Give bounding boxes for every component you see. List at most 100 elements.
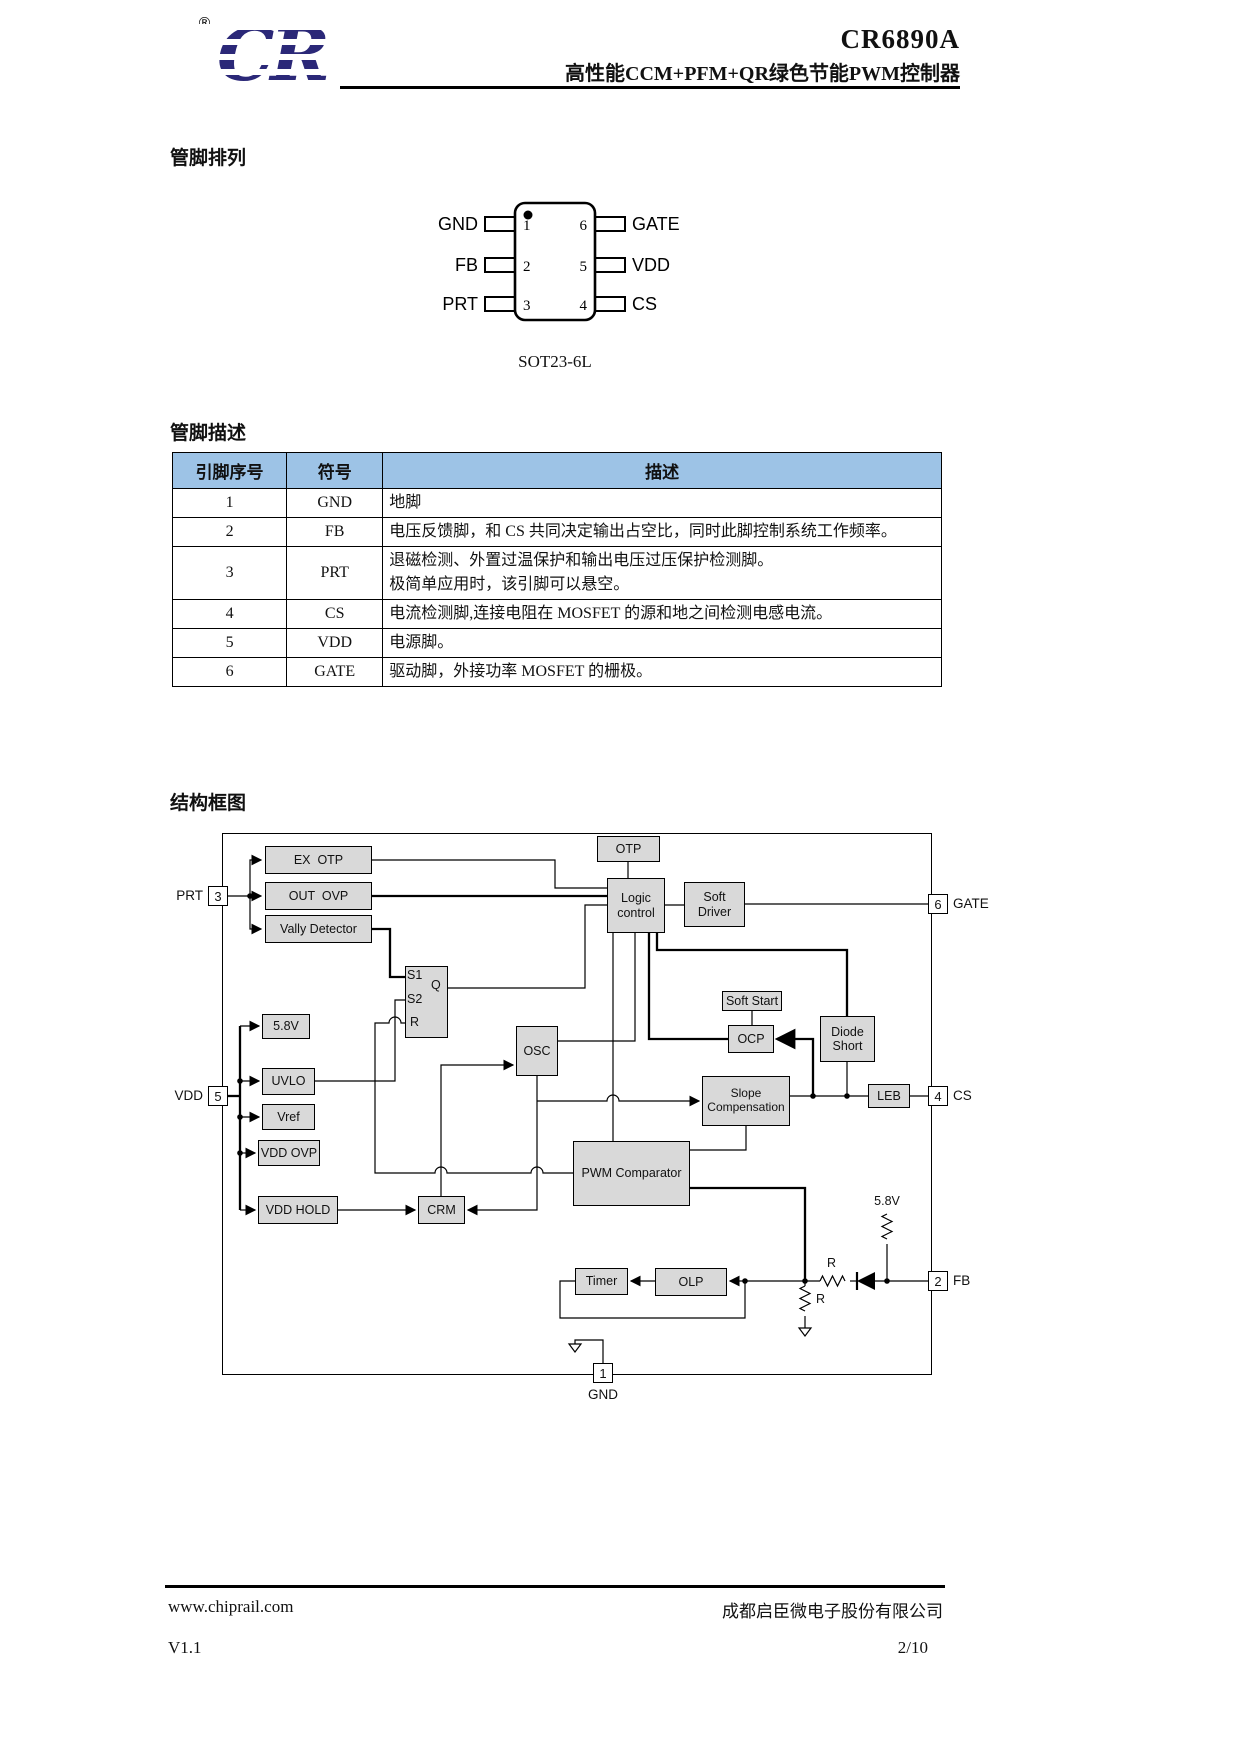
pin-desc-cell: 驱动脚，外接功率 MOSFET 的栅极。 [382,657,942,687]
pin-number: 5 [580,259,588,275]
block-soft-start: Soft Start [722,991,782,1011]
pin-desc-cell: 电源脚。 [382,628,942,658]
series-resistor-label: R [827,1256,837,1270]
pin-fb-label: FB [953,1273,971,1288]
pin-symbol-cell: GND [286,488,384,518]
block-vdd-ovp: VDD OVP [258,1140,320,1166]
pin-symbol-cell: FB [286,517,384,547]
pin-name-prt: PRT [442,294,478,314]
table-row: 6 GATE 驱动脚，外接功率 MOSFET 的栅极。 [171,657,942,687]
pin-symbol-cell: GATE [286,657,384,687]
pin-desc-cell: 电压反馈脚，和 CS 共同决定输出占空比，同时此脚控制系统工作频率。 [382,517,942,547]
block-flipflop [405,966,448,1038]
block-vally-detector: Vally Detector [265,915,372,943]
table-row: 3 PRT 退磁检测、外置过温保护和输出电压过压保护检测脚。 极简单应用时，该引… [171,546,942,600]
junction-dots [237,893,890,1284]
flipflop-s2-label: S2 [407,992,423,1006]
pin-number-cell: 4 [171,599,288,629]
block-olp: OLP [655,1268,727,1296]
ground-icon [567,1343,583,1353]
block-5v8-regulator: 5.8V [262,1014,310,1039]
col-header-symbol: 符号 [286,452,384,489]
block-vdd-hold: VDD HOLD [258,1196,338,1224]
flipflop-r-label: R [410,1015,420,1029]
ground-icon [797,1327,813,1337]
pin-desc-cell: 电流检测脚,连接电阻在 MOSFET 的源和地之间检测电感电流。 [382,599,942,629]
pin-name-vdd: VDD [632,255,670,275]
block-otp: OTP [597,836,660,862]
pin-number-cell: 2 [171,517,288,547]
block-soft-driver: Soft Driver [684,882,745,927]
pin-prt: 3 [208,886,228,906]
table-row: 5 VDD 电源脚。 [171,628,942,658]
pin-number: 1 [523,218,531,234]
pin-gnd-label: GND [588,1387,618,1402]
part-number: CR6890A [840,24,960,54]
pin-symbol-cell: VDD [286,628,384,658]
package-pinout-drawing: 1 2 3 6 5 4 GND FB PRT GATE VDD CS [430,195,680,345]
footer-company: 成都启臣微电子股份有限公司 [722,1602,943,1621]
block-diode-short: Diode Short [820,1016,875,1062]
block-vref: Vref [262,1104,315,1130]
block-slope-compensation: Slope Compensation [702,1076,790,1126]
pin-symbol-cell: CS [286,599,384,629]
datasheet-subtitle: 高性能CCM+PFM+QR绿色节能PWM控制器 [565,63,960,85]
pin-vdd-label: VDD [174,1088,203,1103]
section-title-pin-arrangement: 管脚排列 [170,148,247,169]
footer-version: V1.1 [168,1638,202,1657]
table-row: 1 GND 地脚 [171,488,942,518]
footer-divider [165,1585,945,1588]
pin-desc-cell: 退磁检测、外置过温保护和输出电压过压保护检测脚。 极简单应用时，该引脚可以悬空。 [382,546,942,600]
pin-prt-label: PRT [176,888,203,903]
footer-website: www.chiprail.com [168,1597,294,1616]
col-header-description: 描述 [382,452,942,489]
pin-fb: 2 [928,1271,948,1291]
pin-name-gate: GATE [632,214,680,234]
diode-icon [857,1272,875,1290]
pin-number-cell: 5 [171,628,288,658]
pin-name-gnd: GND [438,214,478,234]
block-pwm-comparator: PWM Comparator [573,1141,690,1206]
pin-number: 2 [523,259,531,275]
package-body [513,201,597,322]
pin-gnd: 1 [593,1363,613,1383]
flipflop-s1-label: S1 [407,968,423,982]
pin-number: 6 [580,218,588,234]
logo-stripes [195,24,345,75]
block-leb: LEB [868,1084,910,1108]
header-divider [340,86,960,89]
block-out-ovp: OUT OVP [265,882,372,910]
block-uvlo: UVLO [262,1068,315,1095]
col-header-pin-number: 引脚序号 [171,452,288,489]
pin-number-cell: 1 [171,488,288,518]
supply-rail-label: 5.8V [874,1194,900,1208]
flipflop-q-label: Q [431,978,441,992]
pin-gate: 6 [928,894,948,914]
pin-vdd: 5 [208,1086,228,1106]
table-row: 2 FB 电压反馈脚，和 CS 共同决定输出占空比，同时此脚控制系统工作频率。 [171,517,942,547]
pin-symbol-cell: PRT [286,546,384,600]
pin-name-fb: FB [455,255,478,275]
table-row: 4 CS 电流检测脚,连接电阻在 MOSFET 的源和地之间检测电感电流。 [171,599,942,629]
pin-number-cell: 3 [171,546,288,600]
pin-name-cs: CS [632,294,657,314]
block-osc: OSC [516,1026,558,1076]
section-title-pin-description: 管脚描述 [170,423,247,444]
pin-number: 3 [523,298,531,314]
section-title-block-diagram: 结构框图 [170,793,247,814]
block-timer: Timer [575,1268,628,1295]
pin-number: 4 [580,298,588,314]
pin-number-cell: 6 [171,657,288,687]
pin-cs-label: CS [953,1088,972,1103]
pin1-dot [523,210,533,220]
block-logic-control: Logic control [607,878,665,933]
package-name: SOT23-6L [518,352,592,371]
pin-desc-cell: 地脚 [382,488,942,518]
block-crm: CRM [418,1196,465,1224]
block-diagram: EX OTP OUT OVP Vally Detector OTP Logic … [165,828,989,1408]
shunt-resistor-label: R [816,1292,826,1306]
company-logo: CR [195,10,345,98]
block-ocp: OCP [728,1025,774,1053]
pin-cs: 4 [928,1086,948,1106]
